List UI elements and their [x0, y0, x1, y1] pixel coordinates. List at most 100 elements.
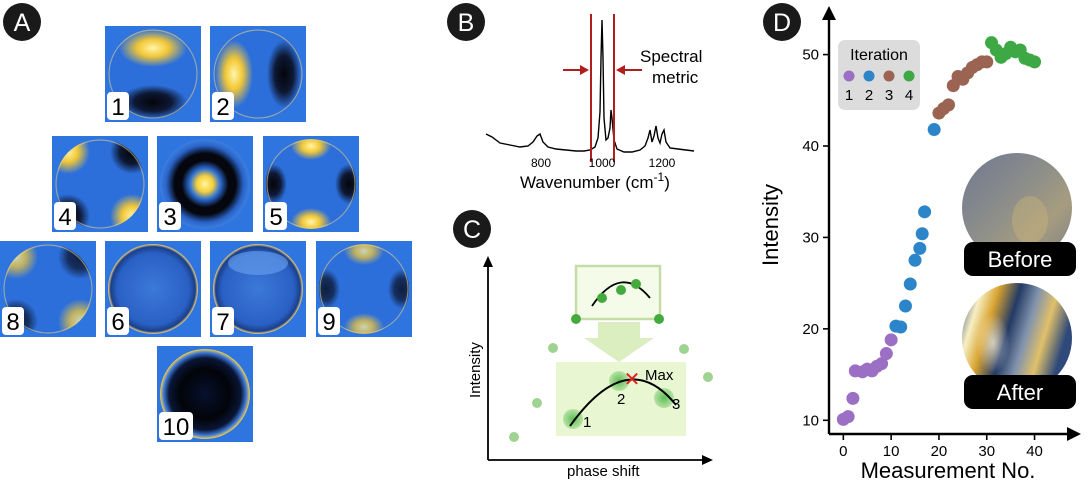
mode-tile: 5	[263, 136, 359, 232]
mode-rim	[319, 244, 409, 334]
d-x-arrowhead	[1067, 427, 1081, 441]
after-label: After	[997, 380, 1043, 405]
d-legend-marker	[843, 70, 855, 82]
c-scatter-5	[703, 372, 713, 382]
mode-label-box	[159, 202, 181, 230]
zoom-arrow	[584, 322, 654, 362]
spectrum-xlabel: Wavenumber (cm-1)	[520, 170, 670, 192]
mode-label-box	[212, 307, 234, 335]
mode-lobe	[291, 139, 331, 160]
d-legend-label: 4	[905, 87, 913, 104]
mode-rim	[213, 29, 303, 119]
d-legend-marker	[883, 70, 895, 82]
raman-spectrum	[485, 19, 695, 153]
panel-a-badge	[3, 3, 41, 41]
spectrum-xlabel-sup: -1	[654, 170, 665, 184]
d-ytick-label: 50	[802, 47, 819, 64]
mode-lobe	[266, 164, 287, 204]
zoom-point-3	[631, 279, 641, 289]
mode-rim	[3, 244, 93, 334]
mode-rim	[108, 29, 198, 119]
c-scatter-3	[548, 343, 558, 353]
after-inset: After	[962, 283, 1076, 409]
mode-tile: 6	[105, 241, 201, 337]
panel-d-badge	[763, 3, 801, 41]
after-label-box	[964, 375, 1076, 409]
mode-lobe	[228, 251, 288, 275]
mode-lobe	[344, 244, 384, 265]
mode-lobe	[119, 85, 187, 119]
c-point-tl	[571, 314, 581, 324]
c-measure-3	[654, 388, 674, 408]
c-point-label-3: 3	[672, 396, 680, 413]
d-ylabel: Intensity	[758, 184, 783, 266]
d-data-point	[908, 253, 922, 267]
mode-label-box	[107, 92, 129, 120]
c-y-arrowhead	[483, 256, 493, 267]
c-max-marker: ✕	[624, 369, 641, 391]
spectrum-xlabel-end: )	[664, 173, 670, 192]
mode-label-box	[212, 92, 234, 120]
before-label-box	[964, 242, 1076, 276]
d-xtick-label: 40	[1026, 443, 1043, 460]
d-ytick-label: 30	[802, 229, 819, 246]
panel-c: C Intensity phase shift ✕ Max 1 2 3	[453, 210, 713, 480]
d-ytick-label: 20	[802, 321, 819, 338]
d-data-point	[913, 241, 927, 255]
c-max-label: Max	[645, 367, 674, 384]
panel-d-letter: D	[773, 9, 791, 37]
d-data-point	[875, 357, 889, 371]
d-points	[836, 36, 1042, 426]
d-data-point	[927, 123, 941, 137]
mode-label-box	[318, 307, 340, 335]
mode-disc	[160, 139, 250, 229]
c-scatter-2	[532, 398, 542, 408]
d-data-point	[846, 391, 860, 405]
spectral-metric-line1: Spectral	[640, 47, 702, 66]
panel-a-letter: A	[14, 9, 31, 37]
d-xtick-label: 30	[978, 443, 995, 460]
mode-lobe	[119, 29, 187, 67]
mode-rim	[55, 139, 145, 229]
d-data-point	[918, 205, 932, 219]
d-y-arrowhead	[822, 6, 836, 20]
d-ytick-label: 40	[802, 138, 819, 155]
mode-label: 4	[58, 204, 71, 231]
d-data-point	[980, 55, 994, 69]
d-xtick-label: 20	[931, 443, 948, 460]
d-ytick-label: 10	[802, 412, 819, 429]
d-legend-title: Iteration	[850, 47, 908, 64]
c-xlabel: phase shift	[567, 463, 640, 480]
mode-tile: 10	[157, 346, 253, 442]
d-data-point	[884, 333, 898, 347]
mode-tile: 2	[210, 26, 306, 122]
mode-label: 6	[111, 309, 124, 336]
mode-tile: 4	[52, 136, 148, 232]
c-scatter-1	[509, 432, 519, 442]
mode-lobe	[291, 208, 331, 229]
mode-lobe	[344, 313, 384, 334]
spectrum-tick-800: 800	[531, 156, 551, 170]
d-data-point	[915, 227, 929, 241]
d-xtick-label: 0	[839, 443, 847, 460]
mode-label: 7	[216, 309, 229, 336]
c-x-arrowhead	[702, 455, 713, 465]
before-beam	[962, 153, 1072, 263]
c-fit-curve	[569, 378, 677, 427]
mode-label-box	[265, 202, 287, 230]
c-point-label-1: 1	[583, 414, 591, 431]
panel-b-badge	[447, 3, 485, 41]
mode-disc	[108, 244, 198, 334]
d-data-point	[841, 410, 855, 424]
mode-label: 10	[163, 414, 190, 441]
spectral-metric-line2: metric	[652, 68, 699, 87]
spectrum-tick-1000: 1000	[589, 156, 616, 170]
mode-label-box	[107, 307, 129, 335]
d-legend-marker	[863, 70, 875, 82]
mode-label: 1	[111, 94, 124, 121]
